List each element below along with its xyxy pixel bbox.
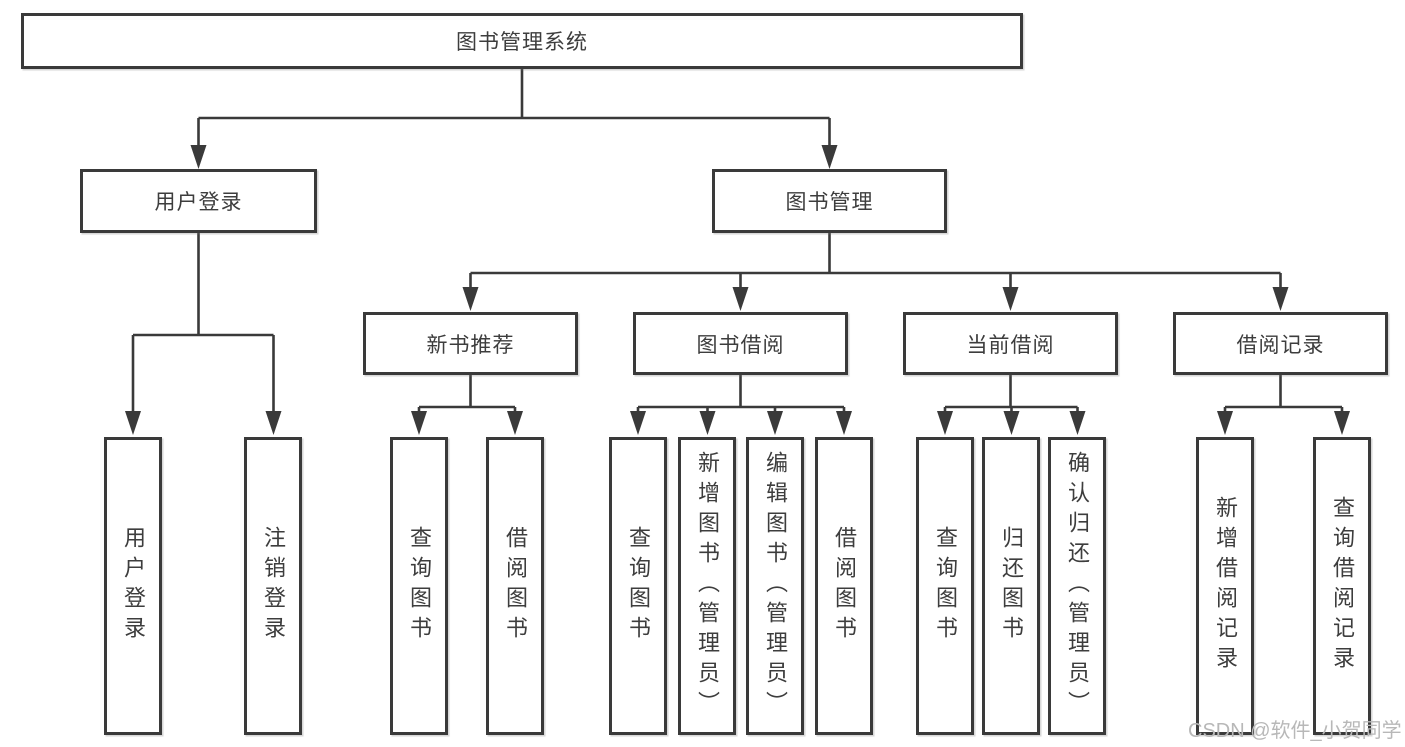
leaf-edit-book-admin: 编辑图书（管理员）	[746, 437, 804, 735]
leaf-add-book-admin: 新增图书（管理员）	[678, 437, 736, 735]
arrowheads	[125, 145, 1350, 435]
leaf-label: 查询图书	[407, 526, 432, 646]
leaf-label: 借阅图书	[503, 526, 528, 646]
leaf-confirm-return-admin: 确认归还（管理员）	[1048, 437, 1106, 735]
leaf-label: 归还图书	[999, 526, 1024, 646]
leaf-label: 查询图书	[626, 526, 651, 646]
node-book-borrowing: 图书借阅	[633, 312, 848, 375]
leaf-query-book: 查询图书	[390, 437, 448, 735]
leaf-query-borrow-record: 查询借阅记录	[1313, 437, 1371, 735]
leaf-label: 借阅图书	[832, 526, 857, 646]
node-user-login: 用户登录	[80, 169, 317, 233]
leaf-label: 查询借阅记录	[1330, 496, 1355, 676]
csdn-watermark: CSDN @软件_小贺同学	[1188, 720, 1402, 742]
leaf-label: 查询图书	[933, 526, 958, 646]
node-current-borrowing: 当前借阅	[903, 312, 1118, 375]
leaf-label: 用户登录	[121, 526, 146, 646]
leaf-label: 新增图书（管理员）	[695, 451, 720, 721]
node-book-management: 图书管理	[712, 169, 947, 233]
leaf-label: 确认归还（管理员）	[1065, 451, 1090, 721]
leaf-logout: 注销登录	[244, 437, 302, 735]
leaf-return-book: 归还图书	[982, 437, 1040, 735]
leaf-borrow-book: 借阅图书	[815, 437, 873, 735]
leaf-query-book: 查询图书	[916, 437, 974, 735]
leaf-query-book: 查询图书	[609, 437, 667, 735]
node-root-system: 图书管理系统	[21, 13, 1023, 69]
leaf-label: 新增借阅记录	[1213, 496, 1238, 676]
leaf-add-borrow-record: 新增借阅记录	[1196, 437, 1254, 735]
node-borrowing-records: 借阅记录	[1173, 312, 1388, 375]
leaf-borrow-book: 借阅图书	[486, 437, 544, 735]
node-new-book-recommend: 新书推荐	[363, 312, 578, 375]
leaf-label: 编辑图书（管理员）	[763, 451, 788, 721]
leaf-label: 注销登录	[261, 526, 286, 646]
leaf-user-login: 用户登录	[104, 437, 162, 735]
